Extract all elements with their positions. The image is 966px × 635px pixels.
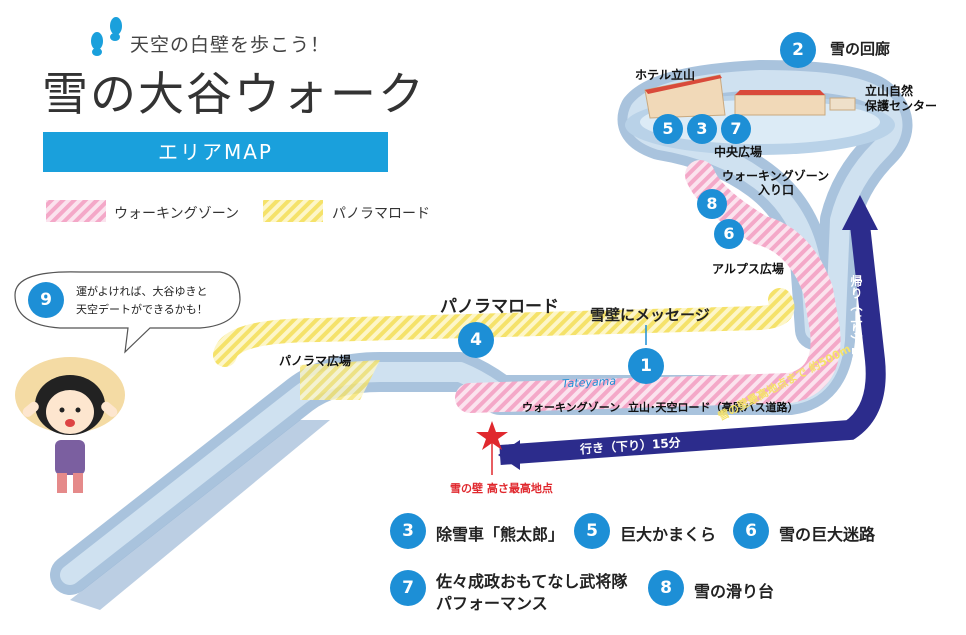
walking-zone-road-label: ウォーキングゾーン (522, 401, 621, 414)
panorama-road-map-label: パノラマロード (440, 297, 559, 317)
alpine-road-label: 立山･天空ロード（高原バス道路） (628, 401, 799, 414)
map-marker-4[interactable]: 4 (458, 322, 494, 358)
key-label-5: 巨大かまくら (620, 525, 717, 544)
panorama-plaza-label: パノラマ広場 (279, 354, 352, 368)
speech-bubble (14, 271, 241, 354)
map-marker-3[interactable]: 3 (687, 114, 717, 144)
return-time-label: 帰り（上り）20分 (849, 275, 863, 376)
map-marker-1[interactable]: 1 (628, 348, 664, 384)
key-label-7-line1: 佐々成政おもてなし武将隊 (436, 572, 628, 591)
map-marker-7[interactable]: 7 (721, 114, 751, 144)
message-wall-label: 雪壁にメッセージ (590, 306, 710, 324)
legend-walking-swatch (46, 200, 106, 222)
key-label-6: 雪の巨大迷路 (779, 525, 876, 544)
hotel-building (644, 74, 856, 119)
highest-point-marker (476, 421, 508, 475)
page-title: 雪の大谷ウォーク (42, 67, 426, 121)
nature-center-label-line2: 保護センター (865, 99, 938, 113)
key-label-3: 除雪車「熊太郎」 (436, 525, 565, 544)
mascot-character (15, 357, 125, 493)
key-marker-6: 6 (733, 513, 769, 549)
legend-walking-label: ウォーキングゾーン (114, 206, 240, 222)
hotel-label: ホテル立山 (635, 68, 696, 82)
key-marker-5: 5 (574, 513, 610, 549)
alps-plaza-label: アルプス広場 (712, 262, 784, 276)
central-plaza-label: 中央広場 (714, 145, 763, 159)
speech-line-2: 天空デートができるかも！ (76, 303, 208, 316)
footprints-icon (91, 17, 122, 56)
map-marker-9[interactable]: 9 (28, 282, 64, 318)
walking-entrance-label-line2: 入り口 (758, 183, 795, 197)
snow-corridor-label: 雪の回廊 (830, 40, 891, 58)
walking-entrance-label-line1: ウォーキングゾーン (722, 169, 830, 183)
key-label-8: 雪の滑り台 (694, 582, 775, 601)
map-marker-2[interactable]: 2 (780, 32, 816, 68)
speech-line-1: 運がよければ、大谷ゆきと (76, 285, 208, 298)
map-marker-5[interactable]: 5 (653, 114, 683, 144)
nature-center-label-line1: 立山自然 (865, 84, 914, 98)
panorama-road-path (213, 288, 795, 367)
map-marker-8[interactable]: 8 (697, 189, 727, 219)
key-marker-7: 7 (390, 570, 426, 606)
map-marker-6[interactable]: 6 (714, 219, 744, 249)
legend-panorama-swatch (263, 200, 323, 222)
legend-panorama-label: パノラマロード (332, 206, 430, 222)
key-label-7-line2: パフォーマンス (436, 594, 548, 613)
page-subtitle: 天空の白壁を歩こう！ (130, 34, 331, 56)
key-marker-8: 8 (648, 570, 684, 606)
key-marker-3: 3 (390, 513, 426, 549)
area-map-banner: エリアMAP (43, 132, 388, 172)
route-arrows (498, 195, 886, 470)
highest-point-label: 雪の壁 高さ最高地点 (450, 482, 553, 495)
